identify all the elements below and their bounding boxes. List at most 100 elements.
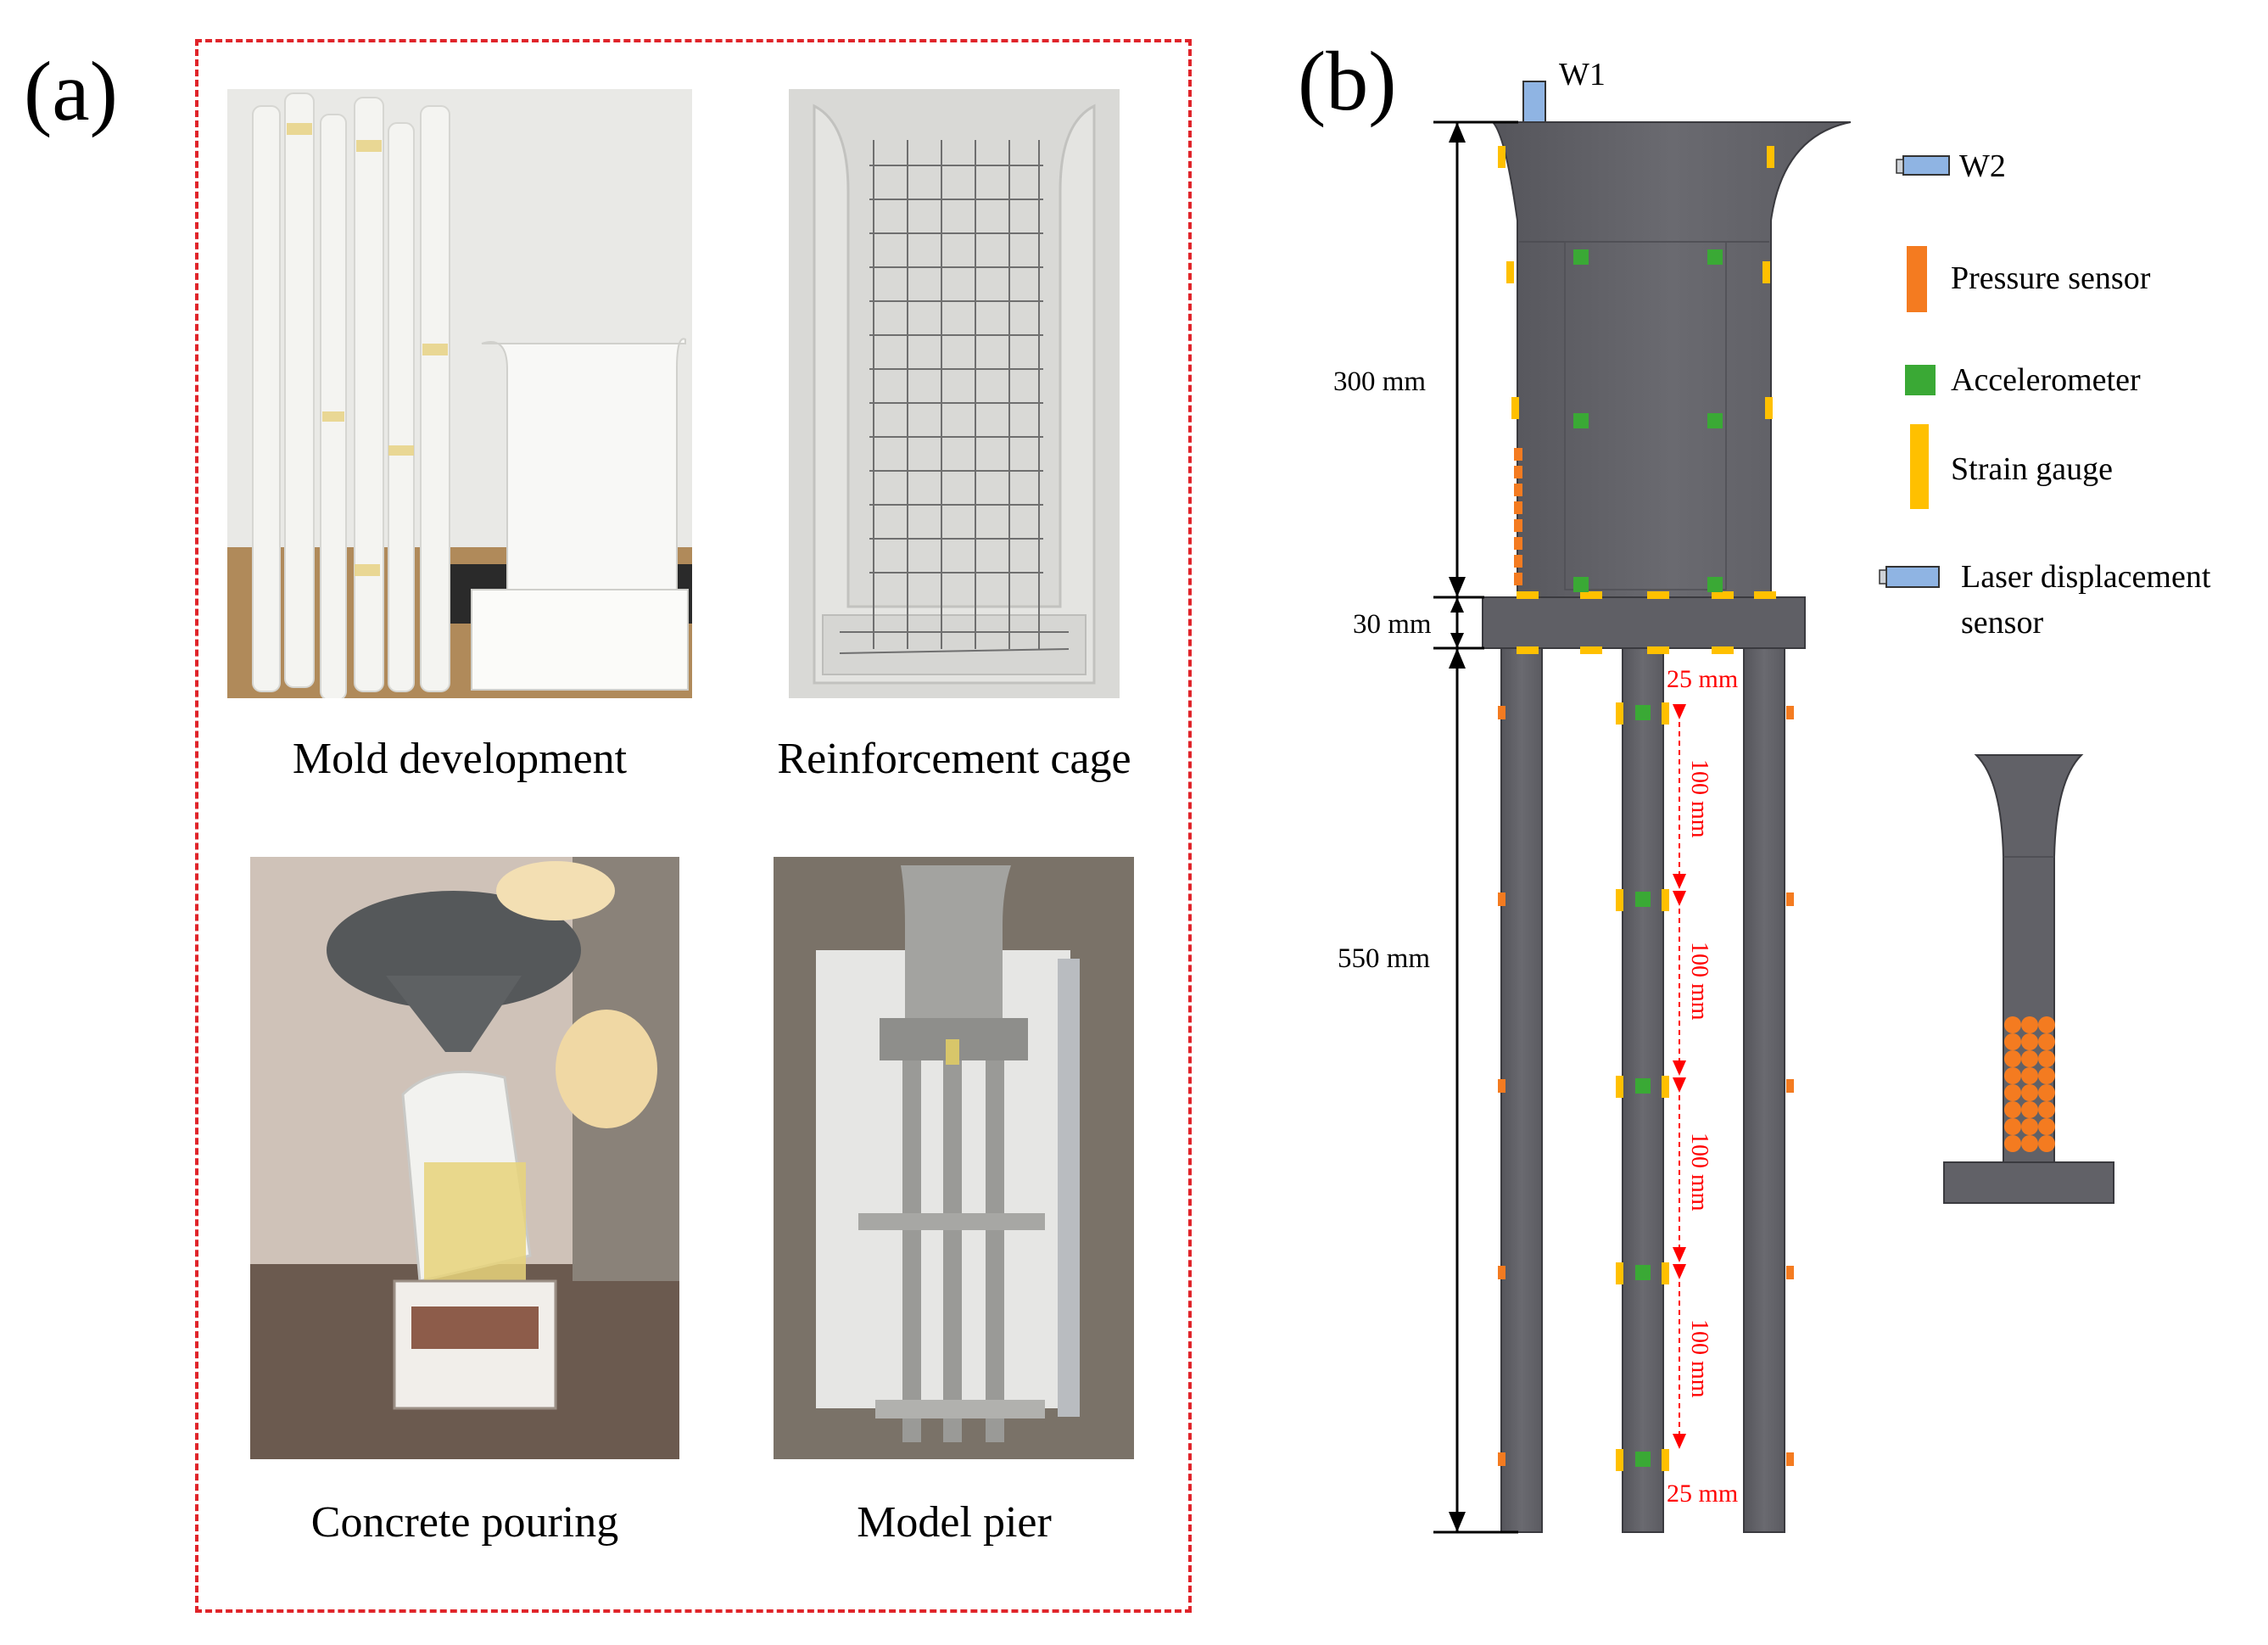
- legend-laser-swatch: [1879, 566, 1940, 588]
- legend-accelerometer-label: Accelerometer: [1951, 362, 2141, 398]
- accelerometer: [1707, 577, 1723, 592]
- section-pressure-sensor: [2038, 1135, 2055, 1152]
- section-pressure-sensor: [2021, 1135, 2038, 1152]
- accelerometer: [1573, 577, 1589, 592]
- section-pressure-sensor: [2038, 1101, 2055, 1118]
- concrete-pouring-photo: [250, 857, 679, 1459]
- accelerometer: [1635, 1452, 1651, 1467]
- legend-laser-label-2: sensor: [1961, 605, 2043, 641]
- strain-gauge: [1647, 591, 1669, 599]
- caption-model-pier: Model pier: [857, 1498, 1052, 1547]
- strain-gauge: [1616, 702, 1623, 725]
- strain-gauge: [1712, 646, 1734, 654]
- section-pressure-sensor: [2038, 1050, 2055, 1067]
- pressure-sensor: [1514, 466, 1522, 478]
- accelerometers: [1573, 249, 1723, 1467]
- pressure-sensors: [1498, 448, 1794, 1466]
- model-pier-photo: [774, 857, 1134, 1459]
- pile-middle: [1622, 647, 1664, 1533]
- section-pressure-sensor: [2004, 1050, 2021, 1067]
- legend-pressure-swatch: [1907, 246, 1927, 312]
- section-pressure-sensor: [2021, 1016, 2038, 1033]
- strain-gauge: [1712, 591, 1734, 599]
- legend-pressure-label: Pressure sensor: [1951, 260, 2151, 296]
- caption-reinforcement-cage: Reinforcement cage: [777, 735, 1131, 783]
- pressure-sensor: [1498, 892, 1505, 906]
- sensor-w2: W2: [1896, 148, 2006, 184]
- accelerometer: [1635, 1078, 1651, 1094]
- dim-top-offset: 25 mm: [1667, 665, 1738, 693]
- pressure-sensor: [1514, 537, 1522, 550]
- section-pressure-sensor: [2021, 1067, 2038, 1084]
- accelerometer: [1707, 413, 1723, 428]
- accelerometer: [1635, 892, 1651, 907]
- dim-bottom-offset: 25 mm: [1667, 1480, 1738, 1508]
- strain-gauge: [1616, 1076, 1623, 1098]
- legend-strain-label: Strain gauge: [1951, 451, 2113, 487]
- strain-gauge: [1580, 591, 1602, 599]
- mold-development-photo: [227, 89, 692, 698]
- section-pressure-sensor: [2038, 1118, 2055, 1135]
- pressure-sensor: [1498, 1079, 1505, 1093]
- strain-gauge: [1517, 646, 1539, 654]
- strain-gauge: [1662, 1262, 1669, 1284]
- section-pressure-sensor: [2004, 1067, 2021, 1084]
- strain-gauge: [1767, 146, 1774, 168]
- panel-a-label: (a): [24, 44, 118, 138]
- strain-gauge: [1580, 646, 1602, 654]
- panel-b-label: (b): [1298, 34, 1397, 128]
- strain-gauge: [1616, 1449, 1623, 1471]
- strain-gauge: [1616, 889, 1623, 911]
- pier-plate: [1482, 596, 1806, 649]
- strain-gauge: [1517, 591, 1539, 599]
- strain-gauges: [1498, 146, 1776, 1471]
- section-pressure-array: [2004, 1016, 2055, 1152]
- section-pressure-sensor: [2004, 1084, 2021, 1101]
- pressure-sensor: [1498, 1452, 1505, 1466]
- section-pressure-sensor: [2038, 1084, 2055, 1101]
- pile-right: [1743, 647, 1785, 1533]
- section-pressure-sensor: [2004, 1016, 2021, 1033]
- caption-concrete-pouring: Concrete pouring: [310, 1498, 619, 1547]
- accelerometer: [1635, 1265, 1651, 1280]
- dim-cap-label: 300 mm: [1333, 366, 1426, 397]
- pressure-sensor: [1786, 1452, 1794, 1466]
- pressure-sensor: [1786, 892, 1794, 906]
- legend-strain-swatch: [1910, 424, 1929, 509]
- section-pressure-sensor: [2004, 1101, 2021, 1118]
- strain-gauge: [1511, 397, 1519, 419]
- dim-piles-label: 550 mm: [1338, 943, 1430, 974]
- pier-cap: [1490, 121, 1852, 598]
- pile-left: [1500, 647, 1543, 1533]
- strain-gauge: [1662, 889, 1669, 911]
- strain-gauge: [1762, 261, 1770, 283]
- label-w2: W2: [1959, 148, 2006, 184]
- section-view: [1943, 754, 2114, 1204]
- strain-gauge: [1662, 1449, 1669, 1471]
- dim-spacing-2: 100 mm: [1686, 942, 1712, 1021]
- caption-mold-development: Mold development: [292, 735, 628, 783]
- accelerometer: [1635, 705, 1651, 720]
- accelerometer: [1707, 249, 1723, 265]
- dimension-lines: [1433, 120, 1518, 1534]
- section-pressure-sensor: [2004, 1033, 2021, 1050]
- pressure-sensor: [1514, 484, 1522, 496]
- pressure-sensor: [1514, 501, 1522, 514]
- pier-sensor-diagram: W1 300 mm 30 mm 550 mm 25 mm 25 mm 1: [1333, 57, 2211, 1534]
- strain-gauge: [1498, 146, 1505, 168]
- section-pressure-sensor: [2021, 1101, 2038, 1118]
- strain-gauge: [1765, 397, 1773, 419]
- pressure-sensor: [1514, 573, 1522, 585]
- dim-spacing-1: 100 mm: [1686, 759, 1712, 838]
- dim-plate-label: 30 mm: [1353, 609, 1432, 640]
- reinforcement-cage-photo: [789, 89, 1120, 698]
- section-pressure-sensor: [2021, 1033, 2038, 1050]
- pressure-sensor: [1514, 555, 1522, 568]
- strain-gauge: [1616, 1262, 1623, 1284]
- pressure-sensor: [1786, 706, 1794, 719]
- section-pressure-sensor: [2021, 1084, 2038, 1101]
- strain-gauge: [1647, 646, 1669, 654]
- pressure-sensor: [1786, 1266, 1794, 1279]
- strain-gauge: [1662, 702, 1669, 725]
- section-pressure-sensor: [2004, 1118, 2021, 1135]
